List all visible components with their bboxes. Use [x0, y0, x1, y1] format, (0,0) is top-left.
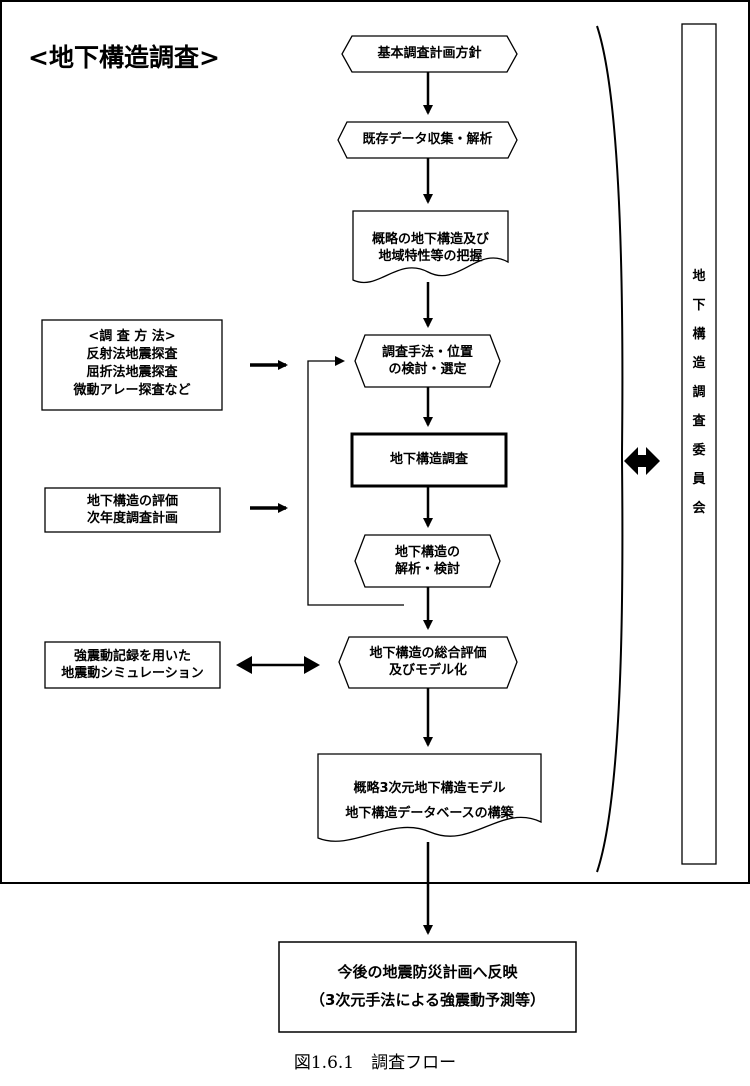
simulation-label: 強震動記録を用いた 地震動シミュレーション: [61, 649, 204, 681]
committee-double-arrow: [624, 447, 660, 475]
simulation-box: [44, 641, 221, 689]
result-box: [278, 941, 577, 1033]
analysis-label: 地下構造の 解析・検討: [394, 545, 460, 577]
existing-data-label: 既存データ収集・解析: [362, 132, 493, 147]
method-location-box: [354, 334, 501, 388]
methods-box: [41, 319, 223, 411]
analysis-box: [354, 534, 501, 588]
page-title: <地下構造調査>: [28, 43, 220, 72]
committee-box: [681, 23, 717, 865]
existing-data-box: [337, 121, 518, 159]
committee-label: 地 下 構 造 調 査 委 員 会: [692, 269, 706, 516]
next-year-box: [44, 487, 221, 533]
methods-label: <調 査 方 法> 反射法地震探査 屈折法地震探査 微動アレー探査など: [73, 329, 191, 398]
next-year-label: 地下構造の評価 次年度調査計画: [86, 494, 178, 526]
side-arrows: [250, 360, 288, 513]
basic-plan-label: 基本調査計画方針: [377, 46, 482, 61]
evaluation-box: [338, 636, 518, 689]
survey-label: 地下構造調査: [389, 452, 468, 467]
simulation-double-arrow: [236, 656, 320, 674]
output-box: [317, 753, 542, 842]
result-label: 今後の地震防災計画へ反映 （3次元手法による強震動予測等）: [310, 963, 545, 1009]
overview-box: [352, 210, 509, 284]
outer-frame: [0, 0, 750, 884]
output-label: 概略3次元地下構造モデル 地下構造データベースの構築: [345, 781, 514, 821]
feedback-loop: [307, 356, 404, 606]
method-location-label: 調査手法・位置 の検討・選定: [381, 345, 473, 377]
overview-label: 概略の地下構造及び 地域特性等の把握: [371, 232, 489, 264]
figure-caption: 図1.6.1 調査フロー: [293, 1053, 457, 1073]
basic-plan-box: [341, 35, 518, 73]
bracket: [596, 25, 624, 873]
evaluation-label: 地下構造の総合評価 及びモデル化: [369, 646, 487, 678]
